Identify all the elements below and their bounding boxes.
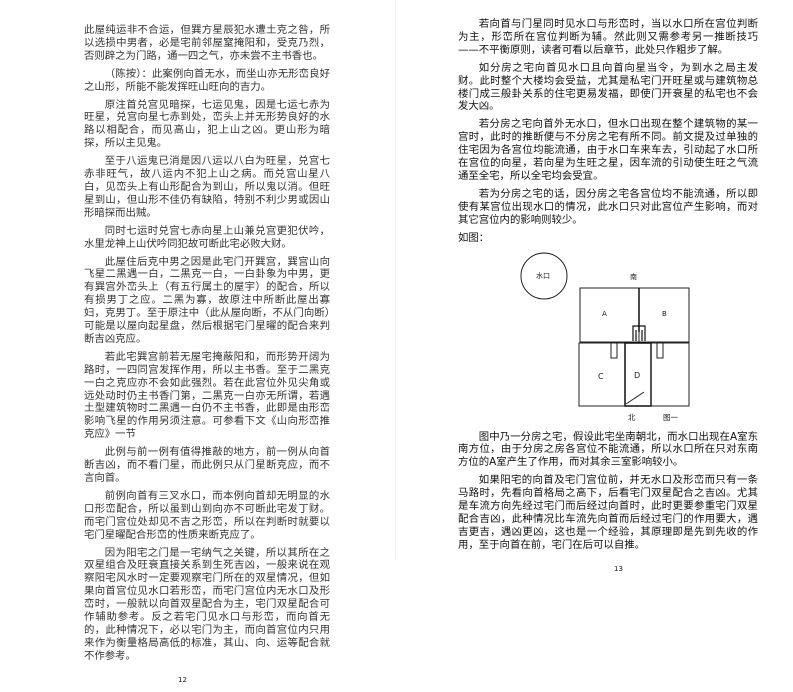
paragraph: 此屋纯运非不合运，但巽方星辰犯水遭土克之咎，所以选损中男者，必是宅前邻屋窒掩阳和… — [84, 24, 330, 62]
paragraph: 前例向首有三叉水口，而本例向首却无明显的水口形峦配合，所以虽到山到向亦不可断此宅… — [84, 489, 330, 541]
paragraph: 若向首与门星同时见水口与形峦时，当以水口所在宫位判断为主，形峦所在宫位判断为辅。… — [458, 18, 758, 56]
paragraph: 此屋住后克中男之因是此宅门开巽宫，巽宫山向飞星二黑遇一白，二黑克一白，一白卦象为… — [84, 255, 330, 345]
paragraph: 若此宅巽宫前若无屋宅掩蔽阳和，而形势开阔为路时，一四同宫发挥作用，所以主书香。至… — [84, 350, 330, 441]
room-label-b: B — [662, 309, 667, 318]
page-number: 12 — [178, 675, 187, 684]
floor-plan-diagram: 水口 南 A B C D 北 图一 — [498, 252, 738, 427]
room-label-c: C — [598, 371, 604, 381]
paragraph: 因为阳宅之门是一宅纳气之关键，所以其所在之双星组合及旺衰直接关系到生死吉凶，一般… — [84, 546, 330, 662]
door-swing — [625, 391, 645, 404]
room-a — [579, 287, 640, 342]
figure-caption: 图一 — [663, 412, 678, 422]
paragraph: （陈按）：此案例向首无水，而坐山亦无形峦良好之山形，所能不能发挥旺山旺向的吉力。 — [84, 67, 330, 93]
paragraph: 如图： — [458, 231, 490, 244]
room-label-d: D — [634, 370, 641, 380]
south-label: 南 — [630, 272, 637, 281]
paragraph: 原注首兑宫见暗探，七运见鬼，因是七运七赤为旺星，兑宫向星七赤到处，峦头上并无形势… — [84, 98, 330, 150]
paragraph: 如果阳宅的向首及宅门宫位前，并无水口及形峦而只有一条马路时，先看向首格局之高下，… — [458, 474, 758, 551]
water-mouth-label: 水口 — [536, 271, 550, 280]
paragraph: 图中乃一分房之宅，假设此宅坐南朝北，而水口出现在A室东南方位，由于分房之房各宫位… — [458, 430, 758, 469]
paragraph: 若为分房之宅的话，因分房之宅各宫位均不能流通，所以即使有某宫位出现水口的情况，此… — [458, 187, 758, 226]
paragraph: 此例与前一例有值得推敲的地方，前一例从向首断吉凶，而不看门星，而此例只从门星断克… — [84, 446, 330, 484]
paragraph: 若分房之宅向首外无水口，但水口出现在整个建筑物的某一宫时，此时的推断便与不分房之… — [458, 118, 758, 182]
page-number: 13 — [614, 564, 623, 573]
paragraph: 至于八运鬼已消是因八运以八白为旺星，兑宫七赤非旺气，故八运内不犯上山之病。而兑宫… — [84, 155, 330, 219]
right-page: 若向首与门星同时见水口与形峦时，当以水口所在宫位判断为主，形峦所在宫位判断为辅。… — [396, 0, 793, 581]
room-right-lower — [650, 342, 690, 406]
room-label-a: A — [602, 309, 607, 318]
floor-plan-svg — [520, 252, 690, 407]
paragraph: 如分房之宅向首见水口且向首向星当令，为到水之局主发财。此时整个大楼均会受益，尤其… — [458, 61, 758, 113]
left-page: 此屋纯运非不合运，但巽方星辰犯水遭土克之咎，所以选损中男者，必是宅前邻屋窒掩阳和… — [0, 0, 396, 692]
page-gutter — [395, 0, 396, 559]
water-mouth-circle — [520, 252, 568, 299]
paragraph: 同时七运时兑宫七赤向星上山兼兑宫更犯伏吟，水里龙神上山伏吟同犯故可断此宅必败大财… — [84, 224, 330, 250]
north-label: 北 — [628, 412, 636, 422]
